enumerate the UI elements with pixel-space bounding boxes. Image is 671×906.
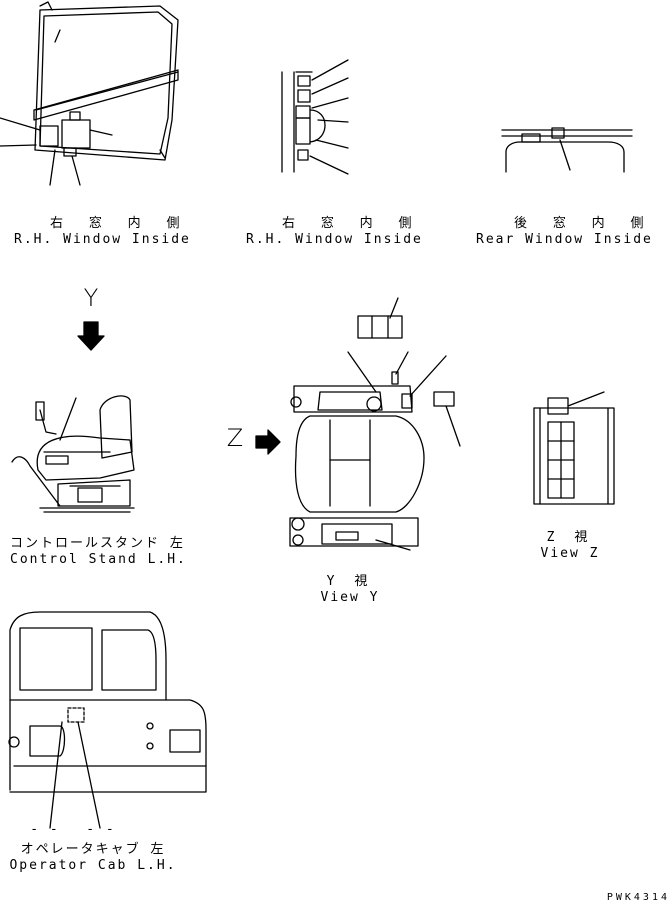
view-y-arrow-icon — [77, 321, 105, 351]
rh-window-inside-2-label-jp: 右 窓 内 側 — [282, 216, 421, 231]
drawing-code: PWK4314 — [606, 892, 670, 903]
rear-window-frame — [501, 127, 633, 173]
control-stand-seat — [11, 395, 135, 513]
view-z-label-en: View Z — [540, 546, 600, 561]
rh-window-inside-1-label-jp: 右 窓 内 側 — [50, 216, 189, 231]
rh-window-frame-left — [0, 1, 179, 186]
view-z-label-jp: Z 視 — [546, 530, 594, 545]
view-z-arrow-icon — [255, 429, 281, 455]
rh-window-inside-1-label-en: R.H. Window Inside — [14, 232, 191, 247]
view-y-label-jp: Y 視 — [326, 574, 374, 589]
view-y-label-en: View Y — [320, 590, 380, 605]
rear-window-inside-label-en: Rear Window Inside — [476, 232, 653, 247]
view-z-arrow-letter: Z — [226, 424, 244, 452]
rh-window-frame-middle — [281, 59, 349, 175]
control-stand-label-jp: コントロールスタンド 左 — [10, 536, 185, 551]
operator-cab-dashes-1: - - — [30, 822, 60, 837]
control-stand-label-en: Control Stand L.H. — [10, 552, 187, 567]
view-y-top — [289, 297, 461, 551]
rh-window-inside-2-label-en: R.H. Window Inside — [246, 232, 423, 247]
operator-cab-label-en: Operator Cab L.H. — [9, 858, 177, 873]
view-z-panel — [533, 391, 615, 505]
operator-cab-dashes-2: - - — [86, 822, 116, 837]
rear-window-inside-label-jp: 後 窓 内 側 — [514, 216, 653, 231]
view-y-arrow-letter: Y — [83, 284, 99, 312]
operator-cab-label-jp: オペレータキャブ 左 — [20, 842, 166, 857]
operator-cab — [8, 611, 207, 829]
